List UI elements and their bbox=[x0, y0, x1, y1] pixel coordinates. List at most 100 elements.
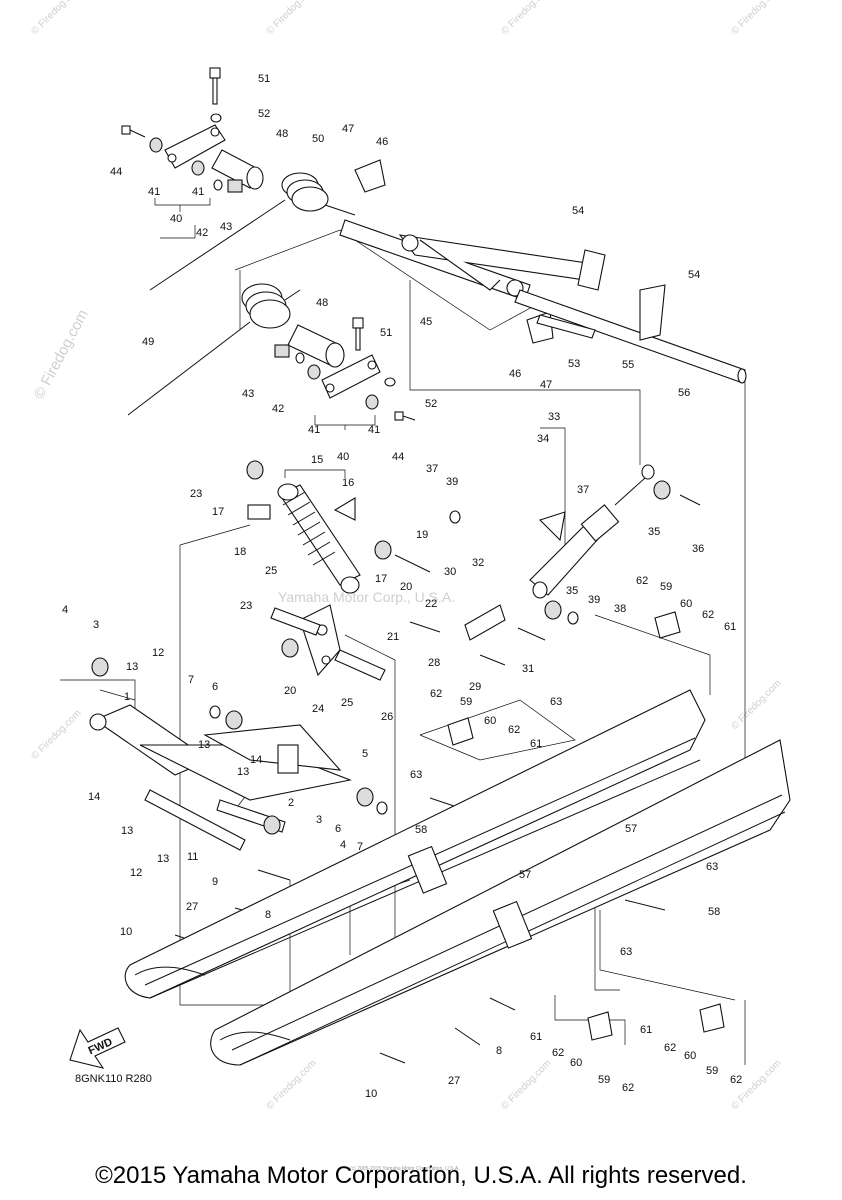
callout-13: 13 bbox=[126, 661, 138, 673]
collar-18 bbox=[247, 504, 271, 520]
callout-60: 60 bbox=[484, 715, 496, 727]
shaft-25b bbox=[334, 649, 386, 681]
callout-63: 63 bbox=[620, 946, 632, 958]
callout-41: 41 bbox=[192, 186, 204, 198]
part-shapes bbox=[69, 67, 791, 1069]
bushing-41a bbox=[149, 137, 163, 153]
collar-35b bbox=[544, 600, 562, 620]
callout-18: 18 bbox=[234, 546, 246, 558]
callout-55: 55 bbox=[622, 359, 634, 371]
callout-57: 57 bbox=[519, 869, 531, 881]
collar-20 bbox=[281, 638, 299, 658]
callout-59: 59 bbox=[460, 696, 472, 708]
callout-63: 63 bbox=[706, 861, 718, 873]
callout-62: 62 bbox=[508, 724, 520, 736]
washer-39b bbox=[567, 611, 579, 625]
callout-46: 46 bbox=[509, 368, 521, 380]
callout-22: 22 bbox=[425, 598, 437, 610]
callout-11: 11 bbox=[187, 851, 198, 863]
shaft-9 bbox=[144, 789, 246, 851]
rear-arm-45 bbox=[339, 219, 602, 301]
corner-watermark-1: © Firedog.com bbox=[29, 0, 83, 37]
callout-58: 58 bbox=[415, 824, 427, 836]
callout-61: 61 bbox=[530, 1031, 542, 1043]
callout-29: 29 bbox=[469, 681, 481, 693]
bolt-8a bbox=[257, 869, 291, 881]
callout-42: 42 bbox=[196, 227, 208, 239]
bolt-19 bbox=[394, 554, 431, 573]
shock-absorber-15 bbox=[277, 483, 361, 594]
callout-8: 8 bbox=[265, 909, 271, 921]
callout-62: 62 bbox=[552, 1047, 564, 1059]
arm-link-40-lower bbox=[321, 354, 381, 399]
callout-13: 13 bbox=[157, 853, 169, 865]
collar-17a bbox=[246, 460, 264, 480]
cover-34 bbox=[538, 511, 566, 542]
small-copyright: (c) 2005-2015 Yamaha Motor Corporation, … bbox=[350, 1166, 460, 1172]
callout-16: 16 bbox=[342, 477, 354, 489]
callout-63: 63 bbox=[550, 696, 562, 708]
callout-63: 63 bbox=[410, 769, 422, 781]
callout-59: 59 bbox=[598, 1074, 610, 1086]
callout-19: 19 bbox=[416, 529, 428, 541]
callout-39: 39 bbox=[446, 476, 458, 488]
corner-watermark-4: © Firedog.com bbox=[729, 0, 783, 37]
callout-37: 37 bbox=[426, 463, 438, 475]
bolt-27b bbox=[454, 1027, 481, 1046]
callout-20: 20 bbox=[284, 685, 296, 697]
callout-62: 62 bbox=[664, 1042, 676, 1054]
callout-21: 21 bbox=[387, 631, 399, 643]
callout-9: 9 bbox=[212, 876, 218, 888]
collar-6b bbox=[356, 787, 374, 807]
callout-27: 27 bbox=[448, 1075, 460, 1087]
slide-rail-left bbox=[124, 689, 706, 999]
callout-38: 38 bbox=[614, 603, 626, 615]
callout-6: 6 bbox=[212, 681, 218, 693]
corner-watermark-7: © Firedog.com bbox=[264, 1058, 318, 1112]
nut-52a bbox=[210, 113, 222, 123]
slide-block-59a bbox=[654, 611, 681, 639]
callout-17: 17 bbox=[375, 573, 387, 585]
callout-12: 12 bbox=[152, 647, 164, 659]
callout-17: 17 bbox=[212, 506, 224, 518]
cover-16 bbox=[333, 497, 356, 521]
callout-57: 57 bbox=[625, 823, 637, 835]
callout-61: 61 bbox=[530, 738, 542, 750]
callout-46: 46 bbox=[376, 136, 388, 148]
callout-33: 33 bbox=[548, 411, 560, 423]
bolt-29 bbox=[479, 654, 506, 666]
callout-41: 41 bbox=[148, 186, 160, 198]
callout-13: 13 bbox=[198, 739, 210, 751]
callout-23: 23 bbox=[190, 488, 202, 500]
callout-56: 56 bbox=[678, 387, 690, 399]
arm-link-40-upper bbox=[164, 124, 226, 169]
slide-block-59c bbox=[587, 1011, 613, 1041]
callout-32: 32 bbox=[472, 557, 484, 569]
callout-58: 58 bbox=[708, 906, 720, 918]
callout-54: 54 bbox=[572, 205, 584, 217]
washer-42b bbox=[295, 352, 305, 364]
callout-50: 50 bbox=[312, 133, 324, 145]
torsion-spring-upper bbox=[149, 172, 356, 291]
collar-3a bbox=[91, 657, 109, 677]
corner-watermark-3: © Firedog.com bbox=[499, 0, 553, 37]
callout-44: 44 bbox=[392, 451, 404, 463]
bracket-54a bbox=[577, 249, 606, 291]
washer-39a bbox=[449, 510, 461, 524]
bolt-51-lower bbox=[352, 317, 364, 351]
slide-rail-right bbox=[210, 739, 791, 1066]
callout-47: 47 bbox=[540, 379, 552, 391]
callout-49: 49 bbox=[142, 336, 154, 348]
diagram-ref-code: 8GNK110 R280 bbox=[75, 1073, 152, 1085]
callout-41: 41 bbox=[368, 424, 380, 436]
callout-1: 1 bbox=[124, 691, 130, 703]
callout-27: 27 bbox=[186, 901, 198, 913]
callout-52: 52 bbox=[258, 108, 270, 120]
shaft-56 bbox=[514, 289, 747, 384]
callout-6: 6 bbox=[335, 823, 341, 835]
washer-42a bbox=[213, 179, 223, 191]
callout-4: 4 bbox=[340, 839, 346, 851]
side-watermark: © Firedog.com bbox=[31, 307, 92, 402]
collar-43b bbox=[274, 344, 290, 358]
collar-48-upper bbox=[211, 149, 264, 190]
